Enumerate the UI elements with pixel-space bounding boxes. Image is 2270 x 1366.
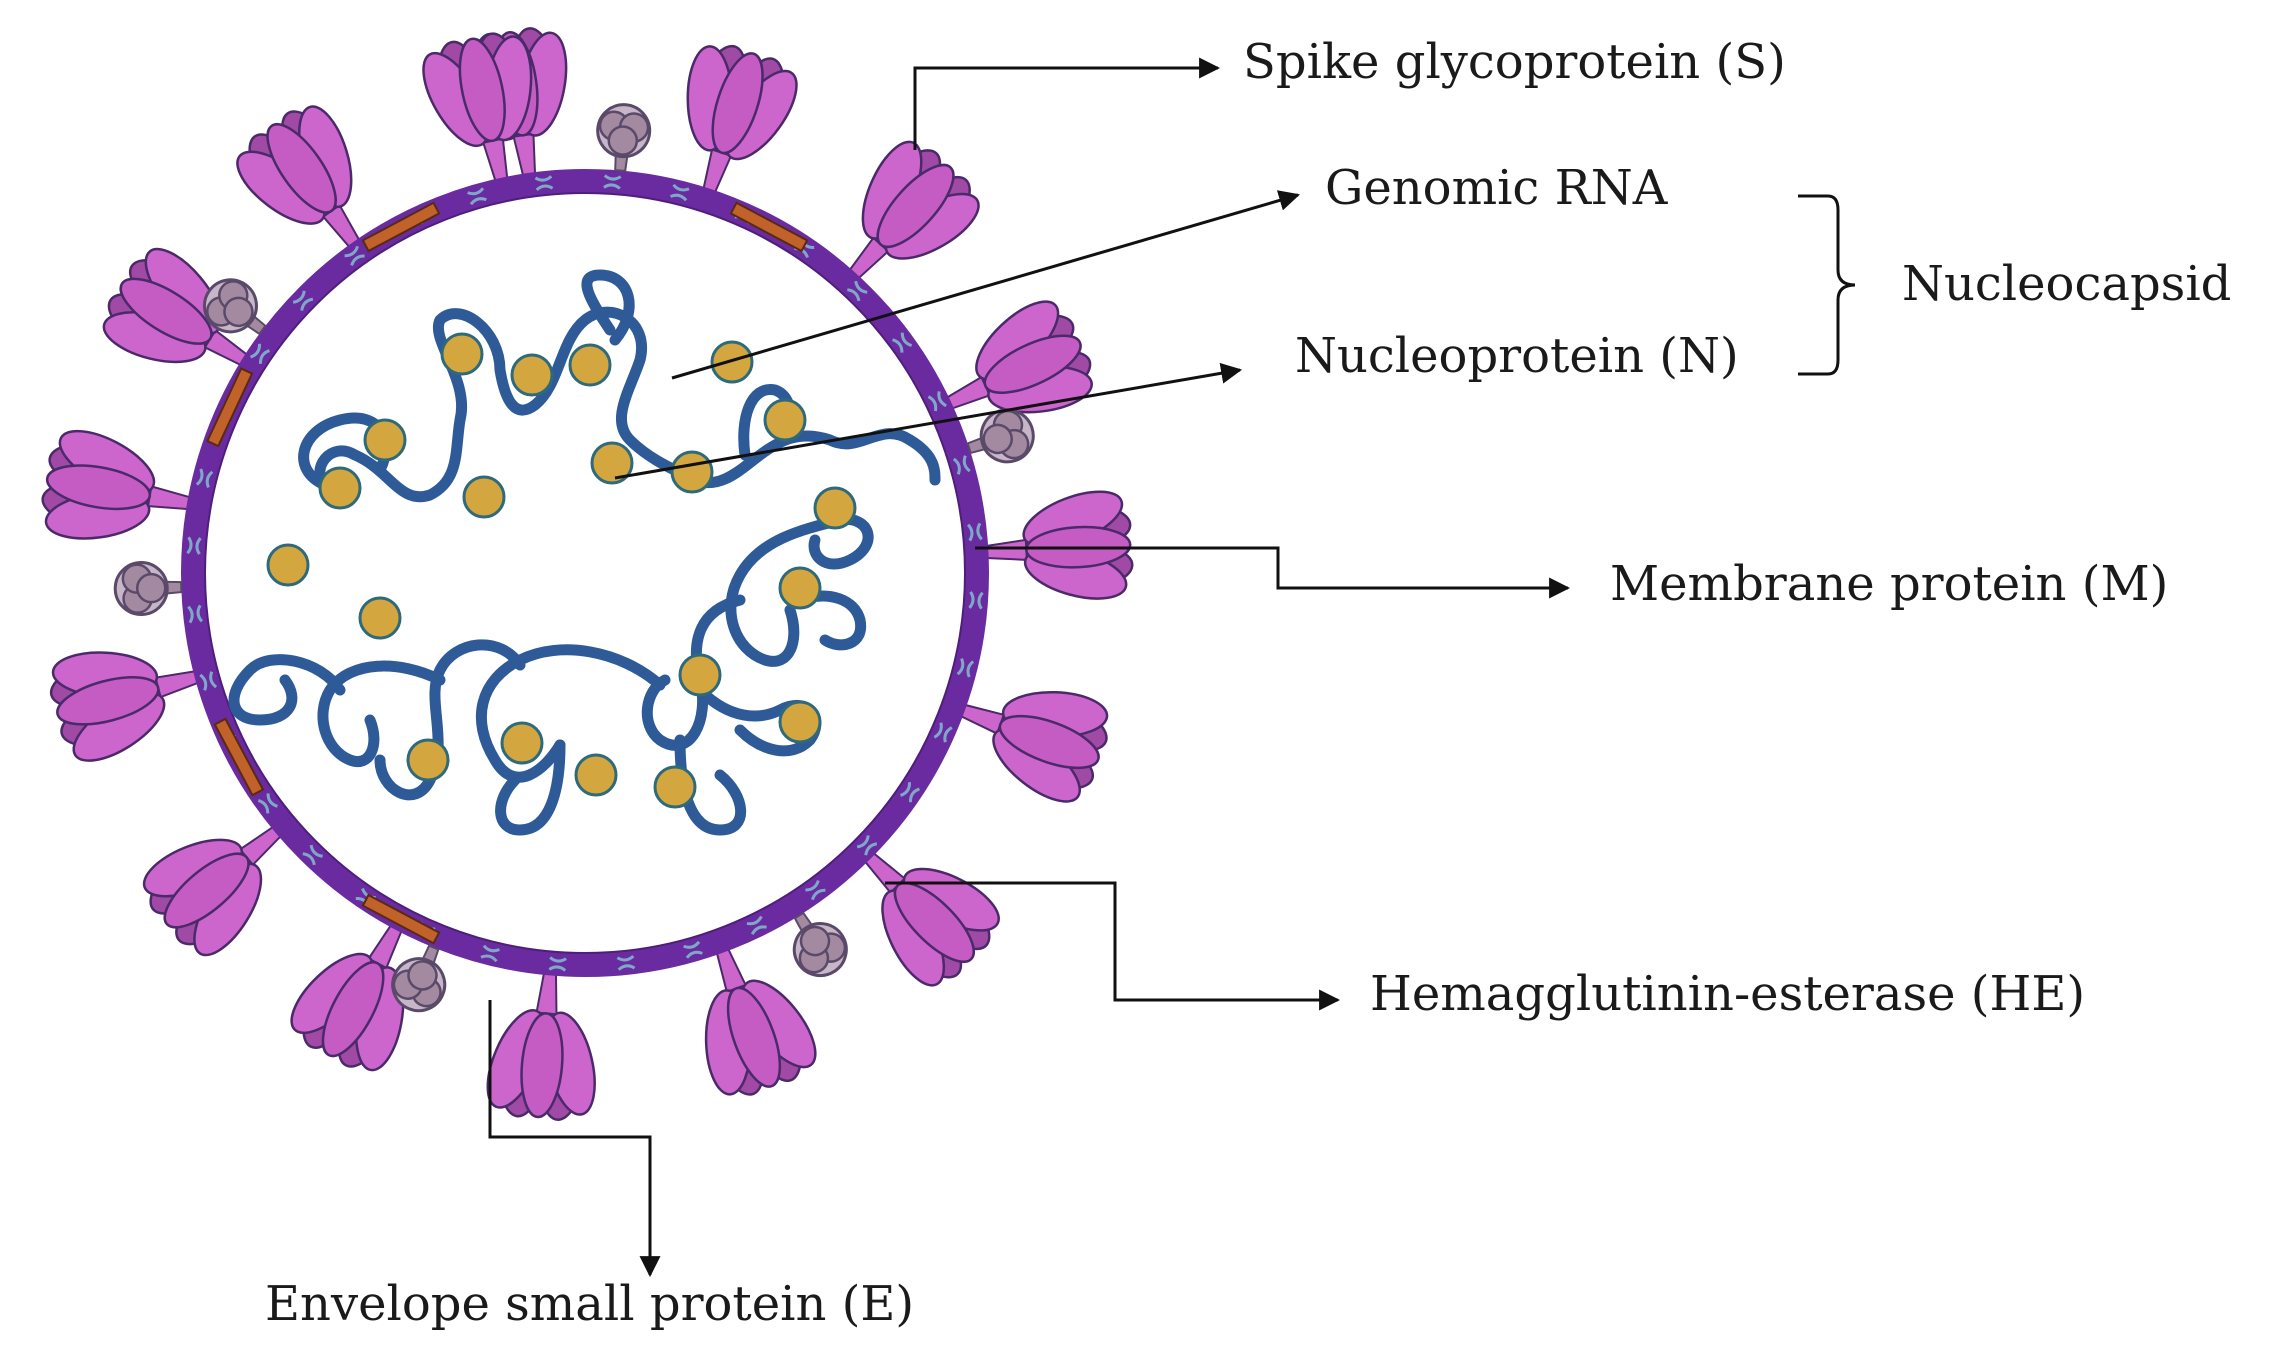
- envelope-small-protein: [206, 367, 254, 448]
- nucleoprotein: [763, 398, 807, 442]
- nucleoprotein: [568, 343, 612, 387]
- nucleoprotein-label: Nucleoprotein (N): [1295, 328, 1739, 384]
- nucleocapsid-bracket: [1798, 194, 1856, 376]
- membrane-protein: [186, 536, 202, 555]
- spike-glycoprotein: [33, 414, 202, 569]
- nucleoprotein: [363, 418, 407, 462]
- nucleoprotein: [813, 486, 857, 530]
- membrane-protein-label: Membrane protein (M): [1610, 556, 2169, 612]
- membrane-protein: [847, 280, 868, 302]
- hemagglutinin-esterase: [112, 559, 184, 617]
- envelope-small-protein: [213, 717, 265, 797]
- membrane-protein: [899, 782, 921, 803]
- envelope-small-protein: [729, 201, 809, 253]
- nucleoprotein: [500, 721, 544, 765]
- membrane-protein: [603, 174, 622, 190]
- membrane-protein: [952, 455, 971, 475]
- he-leader: [885, 881, 1341, 1011]
- membrane-protein: [534, 175, 554, 192]
- membrane-protein: [966, 522, 983, 542]
- membrane-protein: [956, 658, 975, 678]
- nucleoprotein: [653, 765, 697, 809]
- envelope-leader: [488, 1000, 661, 1278]
- hemagglutinin-esterase: [592, 100, 654, 175]
- membrane-protein: [249, 343, 271, 364]
- nucleoprotein: [440, 332, 484, 376]
- membrane-protein: [344, 245, 365, 266]
- nucleoprotein: [678, 653, 722, 697]
- membrane-protein: [199, 671, 218, 691]
- membrane-protein: [927, 391, 947, 412]
- nucleoprotein: [406, 738, 450, 782]
- genomic-rna-label: Genomic RNA: [1325, 160, 1668, 216]
- membrane-protein: [670, 183, 690, 202]
- viral-envelope-membrane: [181, 169, 989, 977]
- membrane-protein: [933, 722, 953, 743]
- membrane-protein: [805, 880, 826, 901]
- spike-leader: [913, 57, 1221, 150]
- nucleoprotein: [778, 700, 822, 744]
- hemagglutinin-esterase-label: Hemagglutinin-esterase (HE): [1370, 966, 2086, 1022]
- membrane-protein: [683, 940, 703, 959]
- nucleoprotein: [318, 466, 362, 510]
- nucleoprotein: [778, 566, 822, 610]
- membrane-protein: [195, 468, 214, 488]
- membrane-leader: [975, 546, 1571, 599]
- nucleoprotein: [574, 753, 618, 797]
- membrane-inner-edge: [204, 192, 966, 954]
- membrane-protein: [302, 844, 323, 866]
- nucleoprotein-layer: [266, 332, 857, 809]
- spike-glycoprotein-label: Spike glycoprotein (S): [1243, 34, 1786, 90]
- membrane-protein: [968, 591, 984, 610]
- membrane-protein: [892, 332, 913, 353]
- nucleoprotein: [358, 596, 402, 640]
- envelope-small-protein: [361, 893, 441, 945]
- membrane-protein: [257, 793, 278, 814]
- nucleoprotein: [670, 450, 714, 494]
- membrane-protein: [548, 956, 567, 972]
- membrane-protein: [856, 835, 878, 856]
- leader-lines: [488, 57, 1856, 1278]
- membrane-protein: [467, 187, 487, 206]
- nucleoprotein-leader: [614, 362, 1243, 480]
- membrane-protein: [746, 915, 767, 935]
- membrane-protein: [292, 290, 314, 311]
- membrane-protein-layer: [186, 174, 984, 972]
- nucleoprotein: [266, 543, 310, 587]
- nucleoprotein: [510, 353, 554, 397]
- envelope-protein-layer: [206, 201, 809, 945]
- envelope-small-protein: [361, 201, 441, 253]
- spike-glycoprotein: [473, 966, 616, 1125]
- membrane-protein: [480, 944, 500, 963]
- genomic-rna-leader: [671, 190, 1301, 380]
- nucleoprotein: [590, 441, 634, 485]
- membrane-protein: [616, 954, 636, 971]
- nucleoprotein: [462, 475, 506, 519]
- membrane-protein: [187, 604, 204, 624]
- nucleocapsid-label: Nucleocapsid: [1902, 256, 2232, 312]
- envelope-small-protein-label: Envelope small protein (E): [265, 1276, 915, 1332]
